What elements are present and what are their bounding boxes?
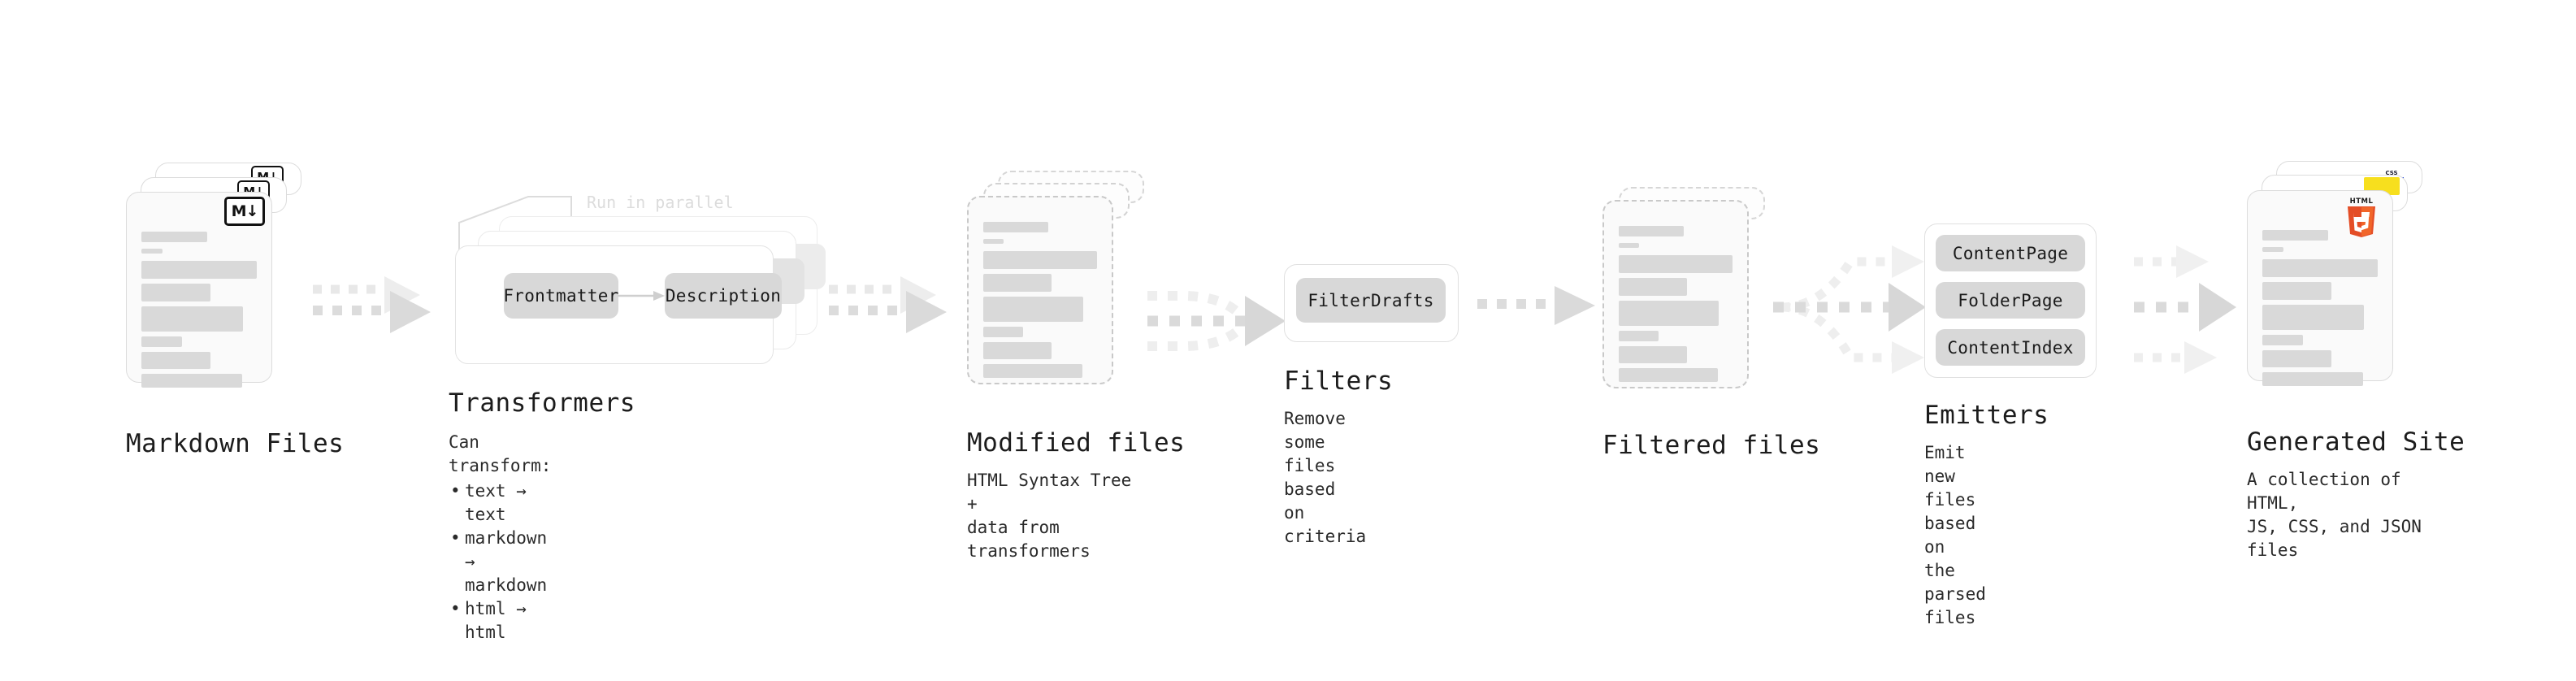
- transformers-bullet-list: text → text markdown → markdown html → h…: [449, 479, 551, 644]
- content-line: [141, 232, 207, 242]
- transformer-node-frontmatter[interactable]: Frontmatter: [503, 273, 618, 319]
- stage-label-transformers: Transformers: [449, 388, 635, 418]
- stage-label-filtered-files: Filtered files: [1602, 431, 1821, 460]
- stage-generated-site: CSS HTML: [2247, 161, 2465, 560]
- content-line: [1619, 243, 1640, 248]
- stage-filtered-files: Filtered files: [1602, 187, 1820, 460]
- stage-markdown-files: M↓ M↓ M↓ Markdown Files: [126, 163, 344, 458]
- emitter-node-contentindex[interactable]: ContentIndex: [1936, 329, 2085, 366]
- content-line: [1619, 368, 1718, 382]
- content-line: [1619, 226, 1684, 236]
- content-line: [983, 364, 1082, 378]
- content-line: [141, 306, 243, 332]
- content-line: [1619, 331, 1659, 341]
- content-line: [141, 249, 163, 254]
- transformer-node-description[interactable]: Description: [665, 273, 782, 319]
- modified-file-stack: [967, 167, 1144, 427]
- run-in-parallel-label: Run in parallel: [587, 193, 734, 212]
- content-line: [983, 274, 1052, 292]
- markdown-icon: M↓: [224, 197, 265, 226]
- stage-label-filters: Filters: [1284, 367, 1394, 396]
- arrow-modified-to-filters: [1147, 291, 1286, 351]
- markdown-file-stack: M↓ M↓ M↓: [126, 163, 301, 423]
- content-line: [983, 342, 1052, 359]
- file-content-lines: [983, 222, 1097, 378]
- content-line: [983, 222, 1048, 232]
- file-content-lines: [141, 232, 257, 388]
- stage-label-emitters: Emitters: [1924, 401, 2049, 430]
- file-sheet-front: [967, 196, 1113, 384]
- filtered-file-stack: [1602, 187, 1777, 431]
- file-content-lines: [2262, 230, 2378, 386]
- stage-label-modified-files: Modified files: [967, 428, 1186, 458]
- content-line: [141, 261, 257, 279]
- emitters-description: Emit new files based on the parsed files: [1924, 443, 1986, 627]
- filter-node-filterdrafts[interactable]: FilterDrafts: [1296, 278, 1446, 323]
- content-line: [141, 352, 211, 369]
- content-line: [2262, 247, 2283, 252]
- file-sheet-front: [2247, 190, 2393, 386]
- transformers-bullet-item: html → html: [450, 597, 551, 644]
- content-line: [1619, 346, 1687, 363]
- stage-label-generated-site: Generated Site: [2247, 427, 2465, 457]
- transformers-description: Can transform: text → text markdown → ma…: [449, 431, 551, 644]
- content-line: [2262, 305, 2364, 330]
- transformers-bullet-item: text → text: [450, 479, 551, 527]
- content-line: [2262, 350, 2332, 367]
- file-sheet-front: [1602, 200, 1749, 388]
- content-line: [983, 297, 1084, 322]
- transformers-description-lead: Can transform:: [449, 432, 552, 475]
- content-line: [2262, 230, 2328, 241]
- transformers-bullet-item: markdown → markdown: [450, 527, 551, 597]
- arrow-filters-to-filtered: [1477, 286, 1595, 325]
- content-line: [1619, 255, 1733, 273]
- content-line: [2262, 335, 2303, 345]
- stage-modified-files: Modified files HTML Syntax Tree + data f…: [967, 167, 1185, 561]
- content-line: [983, 251, 1097, 269]
- content-line: [2262, 372, 2363, 386]
- file-content-lines: [1619, 226, 1733, 382]
- emitter-node-contentpage[interactable]: ContentPage: [1936, 235, 2085, 271]
- arrow-filtered-to-emitters: [1773, 245, 1926, 374]
- content-line: [1619, 301, 1720, 326]
- content-line: [2262, 259, 2378, 277]
- emitter-node-folderpage[interactable]: FolderPage: [1936, 282, 2085, 319]
- content-line: [2262, 282, 2332, 300]
- generated-site-stack: CSS HTML: [2247, 161, 2434, 421]
- stage-label-markdown-files: Markdown Files: [126, 429, 345, 458]
- content-line: [983, 239, 1004, 244]
- content-line: [141, 336, 182, 347]
- content-line: [141, 284, 211, 301]
- arrow-transformers-to-modified: [829, 276, 947, 333]
- generated-site-description: A collection of HTML, JS, CSS, and JSON …: [2247, 470, 2422, 560]
- modified-files-description: HTML Syntax Tree + data from transformer…: [967, 471, 1132, 561]
- filters-description: Remove some files based on criteria: [1284, 409, 1367, 546]
- content-line: [1619, 278, 1687, 296]
- content-line: [141, 374, 242, 388]
- content-line: [983, 327, 1023, 337]
- arrow-markdown-to-transformers: [313, 276, 431, 333]
